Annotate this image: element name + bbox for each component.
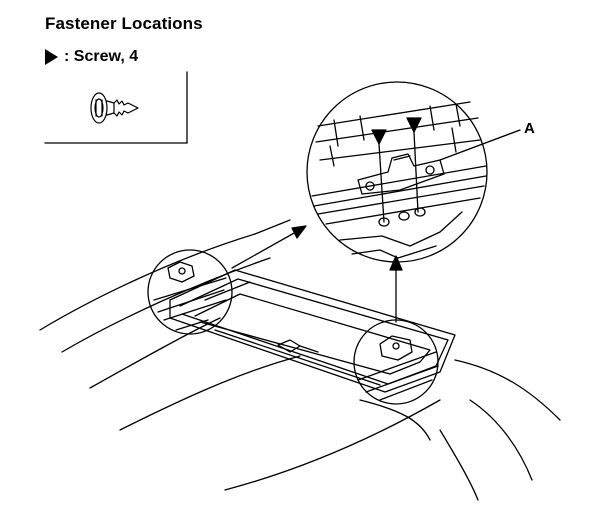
detail-circle-right	[353, 319, 439, 405]
legend-label: : Screw, 4	[64, 48, 139, 65]
detail-circle-main	[306, 81, 488, 263]
callout-label-a: A	[524, 120, 535, 137]
diagram-title: Fastener Locations	[45, 14, 203, 33]
vehicle-roof	[39, 219, 561, 501]
arrow-right-to-main	[389, 255, 403, 323]
legend-box	[44, 71, 188, 144]
sunroof-frame	[169, 269, 456, 393]
callout-leader-a	[439, 129, 521, 161]
legend-screw: : Screw, 4	[45, 48, 138, 66]
detail-circle-left	[147, 249, 233, 335]
arrow-left-to-main	[231, 225, 307, 269]
triangle-pointer-icon	[45, 49, 58, 65]
screw-icon	[90, 92, 139, 124]
